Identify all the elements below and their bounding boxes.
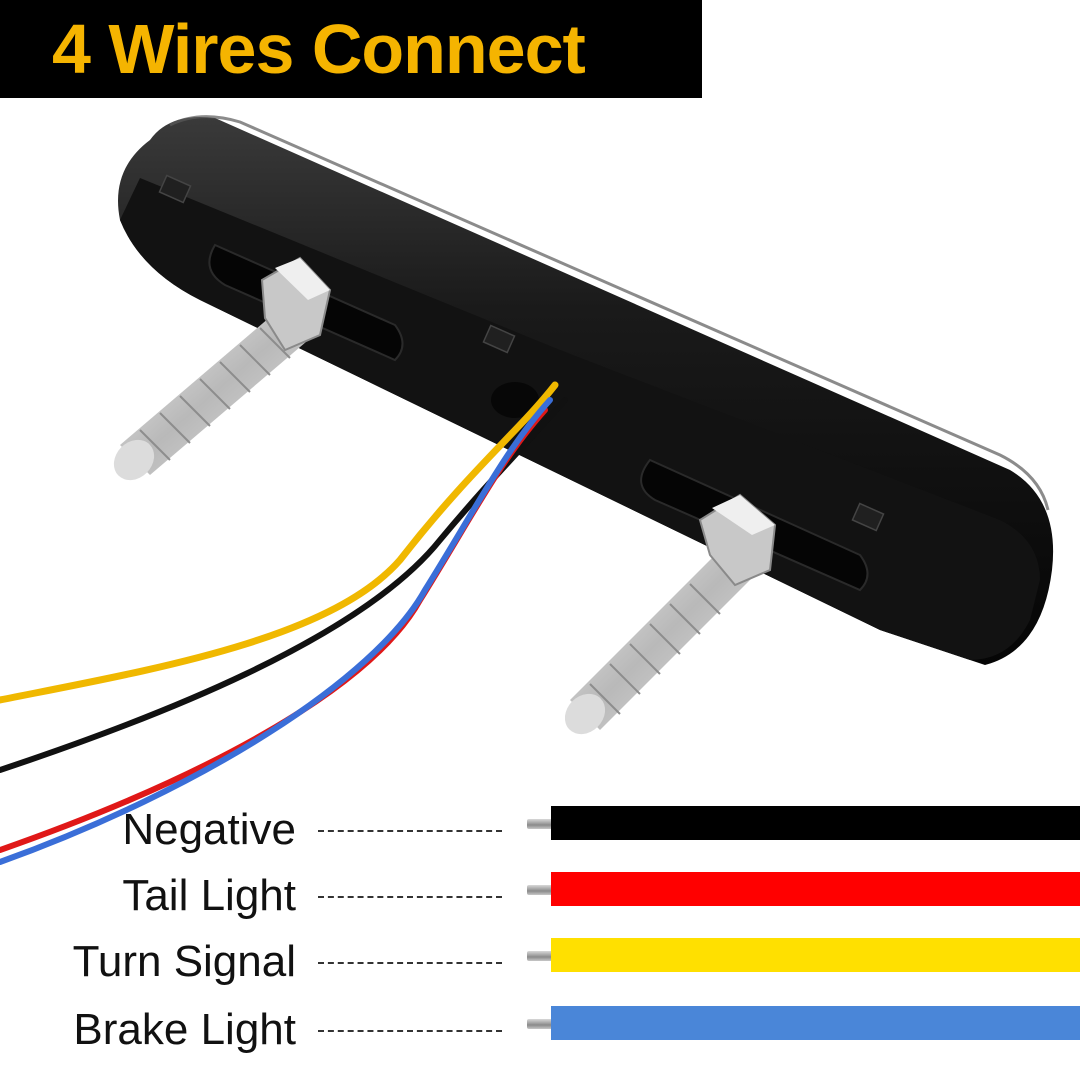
legend-label: Negative [122, 805, 296, 854]
dashed-connector [318, 1030, 502, 1032]
wire-tip-icon [527, 885, 553, 895]
dashed-connector [318, 962, 502, 964]
wire-color-swatch [551, 872, 1080, 906]
wire-tip-icon [527, 1019, 553, 1029]
dashed-connector [318, 896, 502, 898]
wire-color-swatch [551, 938, 1080, 972]
title-banner: 4 Wires Connect [0, 0, 702, 98]
wire-tip-icon [527, 819, 553, 829]
wire-tip-icon [527, 951, 553, 961]
wire-color-swatch [551, 1006, 1080, 1040]
legend-row-turn-signal: Turn Signal [0, 932, 1080, 992]
page-title: 4 Wires Connect [52, 10, 586, 88]
legend-row-negative: Negative [0, 800, 1080, 860]
wire-color-swatch [551, 806, 1080, 840]
legend-label: Brake Light [73, 1005, 296, 1054]
mounting-bolt-right [564, 493, 777, 735]
connected-wires [0, 381, 568, 865]
mounting-bolt-left [113, 256, 332, 481]
legend-label: Tail Light [122, 871, 296, 920]
dashed-connector [318, 830, 502, 832]
legend-row-brake-light: Brake Light [0, 1000, 1080, 1060]
legend-row-tail-light: Tail Light [0, 866, 1080, 926]
legend-label: Turn Signal [72, 937, 296, 986]
light-bar-body [118, 115, 1054, 666]
